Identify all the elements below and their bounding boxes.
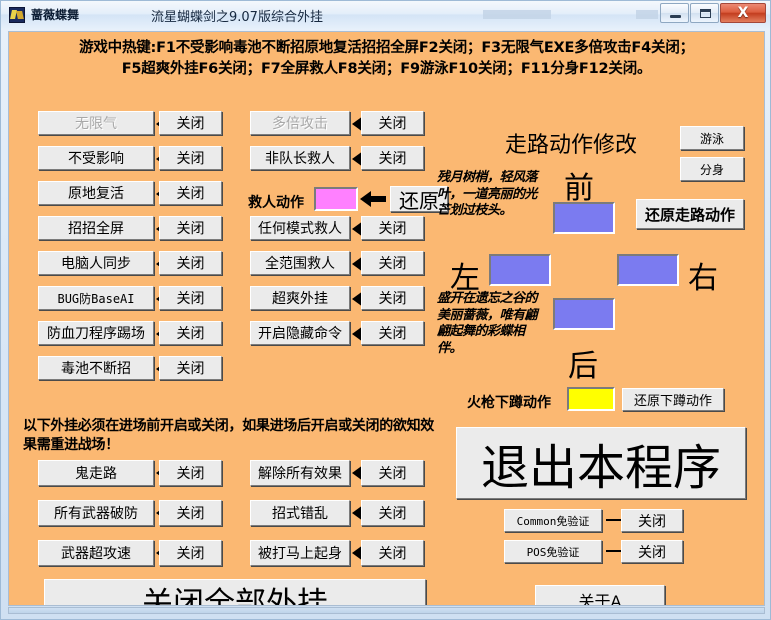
left-feature-3-toggle-button[interactable]: 招招全屏 [38,216,154,240]
swim-button[interactable]: 游泳 [680,126,744,150]
left-feature-0-state-button[interactable]: 关闭 [159,111,222,135]
right-label: 右 [688,261,718,296]
hotkey-line-2: F5超爽外挂F6关闭；F7全屏救人F8关闭；F9游泳F10关闭；F11分身F12… [121,61,652,77]
prematch-left-2-toggle-button[interactable]: 武器超攻速 [38,540,154,566]
front-label: 前 [564,171,594,206]
about-button[interactable]: 关于A [535,585,665,605]
left-feature-7-toggle-button[interactable]: 毒池不断招 [38,356,154,380]
left-feature-4-state-button[interactable]: 关闭 [159,251,222,275]
prematch-right-2-toggle-button[interactable]: 被打马上起身 [250,540,350,566]
middle-feature-5-state-button[interactable]: 关闭 [361,321,424,345]
middle-feature-3-state-button[interactable]: 关闭 [361,251,424,275]
prematch-right-2-state-button[interactable]: 关闭 [361,540,424,566]
minimize-button[interactable] [660,3,689,23]
walk-section-title: 走路动作修改 [505,133,638,158]
prematch-left-1-toggle-button[interactable]: 所有武器破防 [38,500,154,526]
left-feature-3-state-button[interactable]: 关闭 [159,216,222,240]
rescue-action-label: 救人动作 [248,195,304,211]
left-feature-7-state-button[interactable]: 关闭 [159,356,222,380]
window-title: 流星蝴蝶剑之9.07版综合外挂 [151,10,323,25]
middle-feature-5-toggle-button[interactable]: 开启隐藏命令 [250,321,350,345]
title-ghost-text-1 [483,10,551,19]
front-color-swatch[interactable] [553,202,615,234]
left-feature-2-toggle-button[interactable]: 原地复活 [38,181,154,205]
hotkey-help-text: 游戏中热键:F1不受影响毒池不断招原地复活招招全屏F2关闭；F3无限气EXE多倍… [9,38,764,80]
crouch-color-swatch[interactable] [567,387,615,411]
client-area: 游戏中热键:F1不受影响毒池不断招原地复活招招全屏F2关闭；F3无限气EXE多倍… [8,31,765,606]
prematch-left-0-toggle-button[interactable]: 鬼走路 [38,460,154,486]
prematch-left-2-state-button[interactable]: 关闭 [159,540,222,566]
left-feature-1-toggle-button[interactable]: 不受影响 [38,146,154,170]
app-name-label: 蔷薇蝶舞 [31,8,80,22]
exit-program-button[interactable]: 退出本程序 [456,427,746,499]
close-button[interactable]: X [720,3,766,23]
restore-crouch-button[interactable]: 还原下蹲动作 [622,388,724,411]
prematch-warning-text: 以下外挂必须在进场前开启或关闭，如果进场后开启或关闭的欲知效果需重进战场！ [23,418,434,453]
clone-button[interactable]: 分身 [680,157,744,181]
middle-feature-0-toggle-button: 多倍攻击 [250,111,350,135]
middle-feature-2-state-button[interactable]: 关闭 [361,216,424,240]
arrow-left-icon [360,188,386,210]
left-feature-1-state-button[interactable]: 关闭 [159,146,222,170]
crouch-action-label: 火枪下蹲动作 [467,395,551,411]
middle-feature-3-toggle-button[interactable]: 全范围救人 [250,251,350,275]
left-color-swatch[interactable] [489,254,551,286]
left-feature-6-toggle-button[interactable]: 防血刀程序踢场 [38,321,154,345]
middle-feature-0-state-button[interactable]: 关闭 [361,111,424,135]
verify-0-toggle-button[interactable]: Common免验证 [504,509,602,532]
verify-0-state-button[interactable]: 关闭 [621,509,683,532]
middle-feature-1-state-button[interactable]: 关闭 [361,146,424,170]
middle-feature-1-toggle-button[interactable]: 非队长救人 [250,146,350,170]
title-bar: 蔷薇蝶舞 流星蝴蝶剑之9.07版综合外挂 X [1,1,770,29]
caption-buttons: X [659,3,766,23]
poem-top: 残月树梢，轻风落叶，一道亮丽的光芒划过枝头。 [437,170,538,218]
left-label: 左 [450,261,480,296]
prematch-right-1-state-button[interactable]: 关闭 [361,500,424,526]
rescue-action-color-swatch[interactable] [314,187,358,211]
rescue-restore-button[interactable]: 还原 [390,186,448,212]
maximize-button[interactable] [690,3,719,23]
app-icon [9,7,25,23]
close-all-cheats-button[interactable]: 关闭全部外挂 [44,579,426,605]
left-feature-5-toggle-button[interactable]: BUG防BaseAI [38,286,154,310]
close-icon: X [737,5,749,21]
hotkey-line-1: 游戏中热键:F1不受影响毒池不断招原地复活招招全屏F2关闭；F3无限气EXE多倍… [79,40,694,56]
verify-1-toggle-button[interactable]: POS免验证 [504,540,602,563]
status-strip [8,607,765,614]
prematch-right-0-toggle-button[interactable]: 解除所有效果 [250,460,350,486]
prematch-left-0-state-button[interactable]: 关闭 [159,460,222,486]
verify-1-state-button[interactable]: 关闭 [621,540,683,563]
back-color-swatch[interactable] [553,298,615,330]
left-feature-2-state-button[interactable]: 关闭 [159,181,222,205]
middle-feature-4-toggle-button[interactable]: 超爽外挂 [250,286,350,310]
left-feature-5-state-button[interactable]: 关闭 [159,286,222,310]
prematch-left-1-state-button[interactable]: 关闭 [159,500,222,526]
left-feature-6-state-button[interactable]: 关闭 [159,321,222,345]
middle-feature-2-toggle-button[interactable]: 任何模式救人 [250,216,350,240]
right-color-swatch[interactable] [617,254,679,286]
poem-bottom: 盛开在遗忘之谷的美丽蔷薇，唯有翩翩起舞的彩蝶相伴。 [437,291,538,356]
restore-walk-button[interactable]: 还原走路动作 [636,199,744,229]
left-feature-4-toggle-button[interactable]: 电脑人同步 [38,251,154,275]
left-feature-0-toggle-button: 无限气 [38,111,154,135]
prematch-right-1-toggle-button[interactable]: 招式错乱 [250,500,350,526]
middle-feature-4-state-button[interactable]: 关闭 [361,286,424,310]
title-ghost-text-2 [636,10,658,19]
prematch-right-0-state-button[interactable]: 关闭 [361,460,424,486]
back-label: 后 [568,349,598,384]
